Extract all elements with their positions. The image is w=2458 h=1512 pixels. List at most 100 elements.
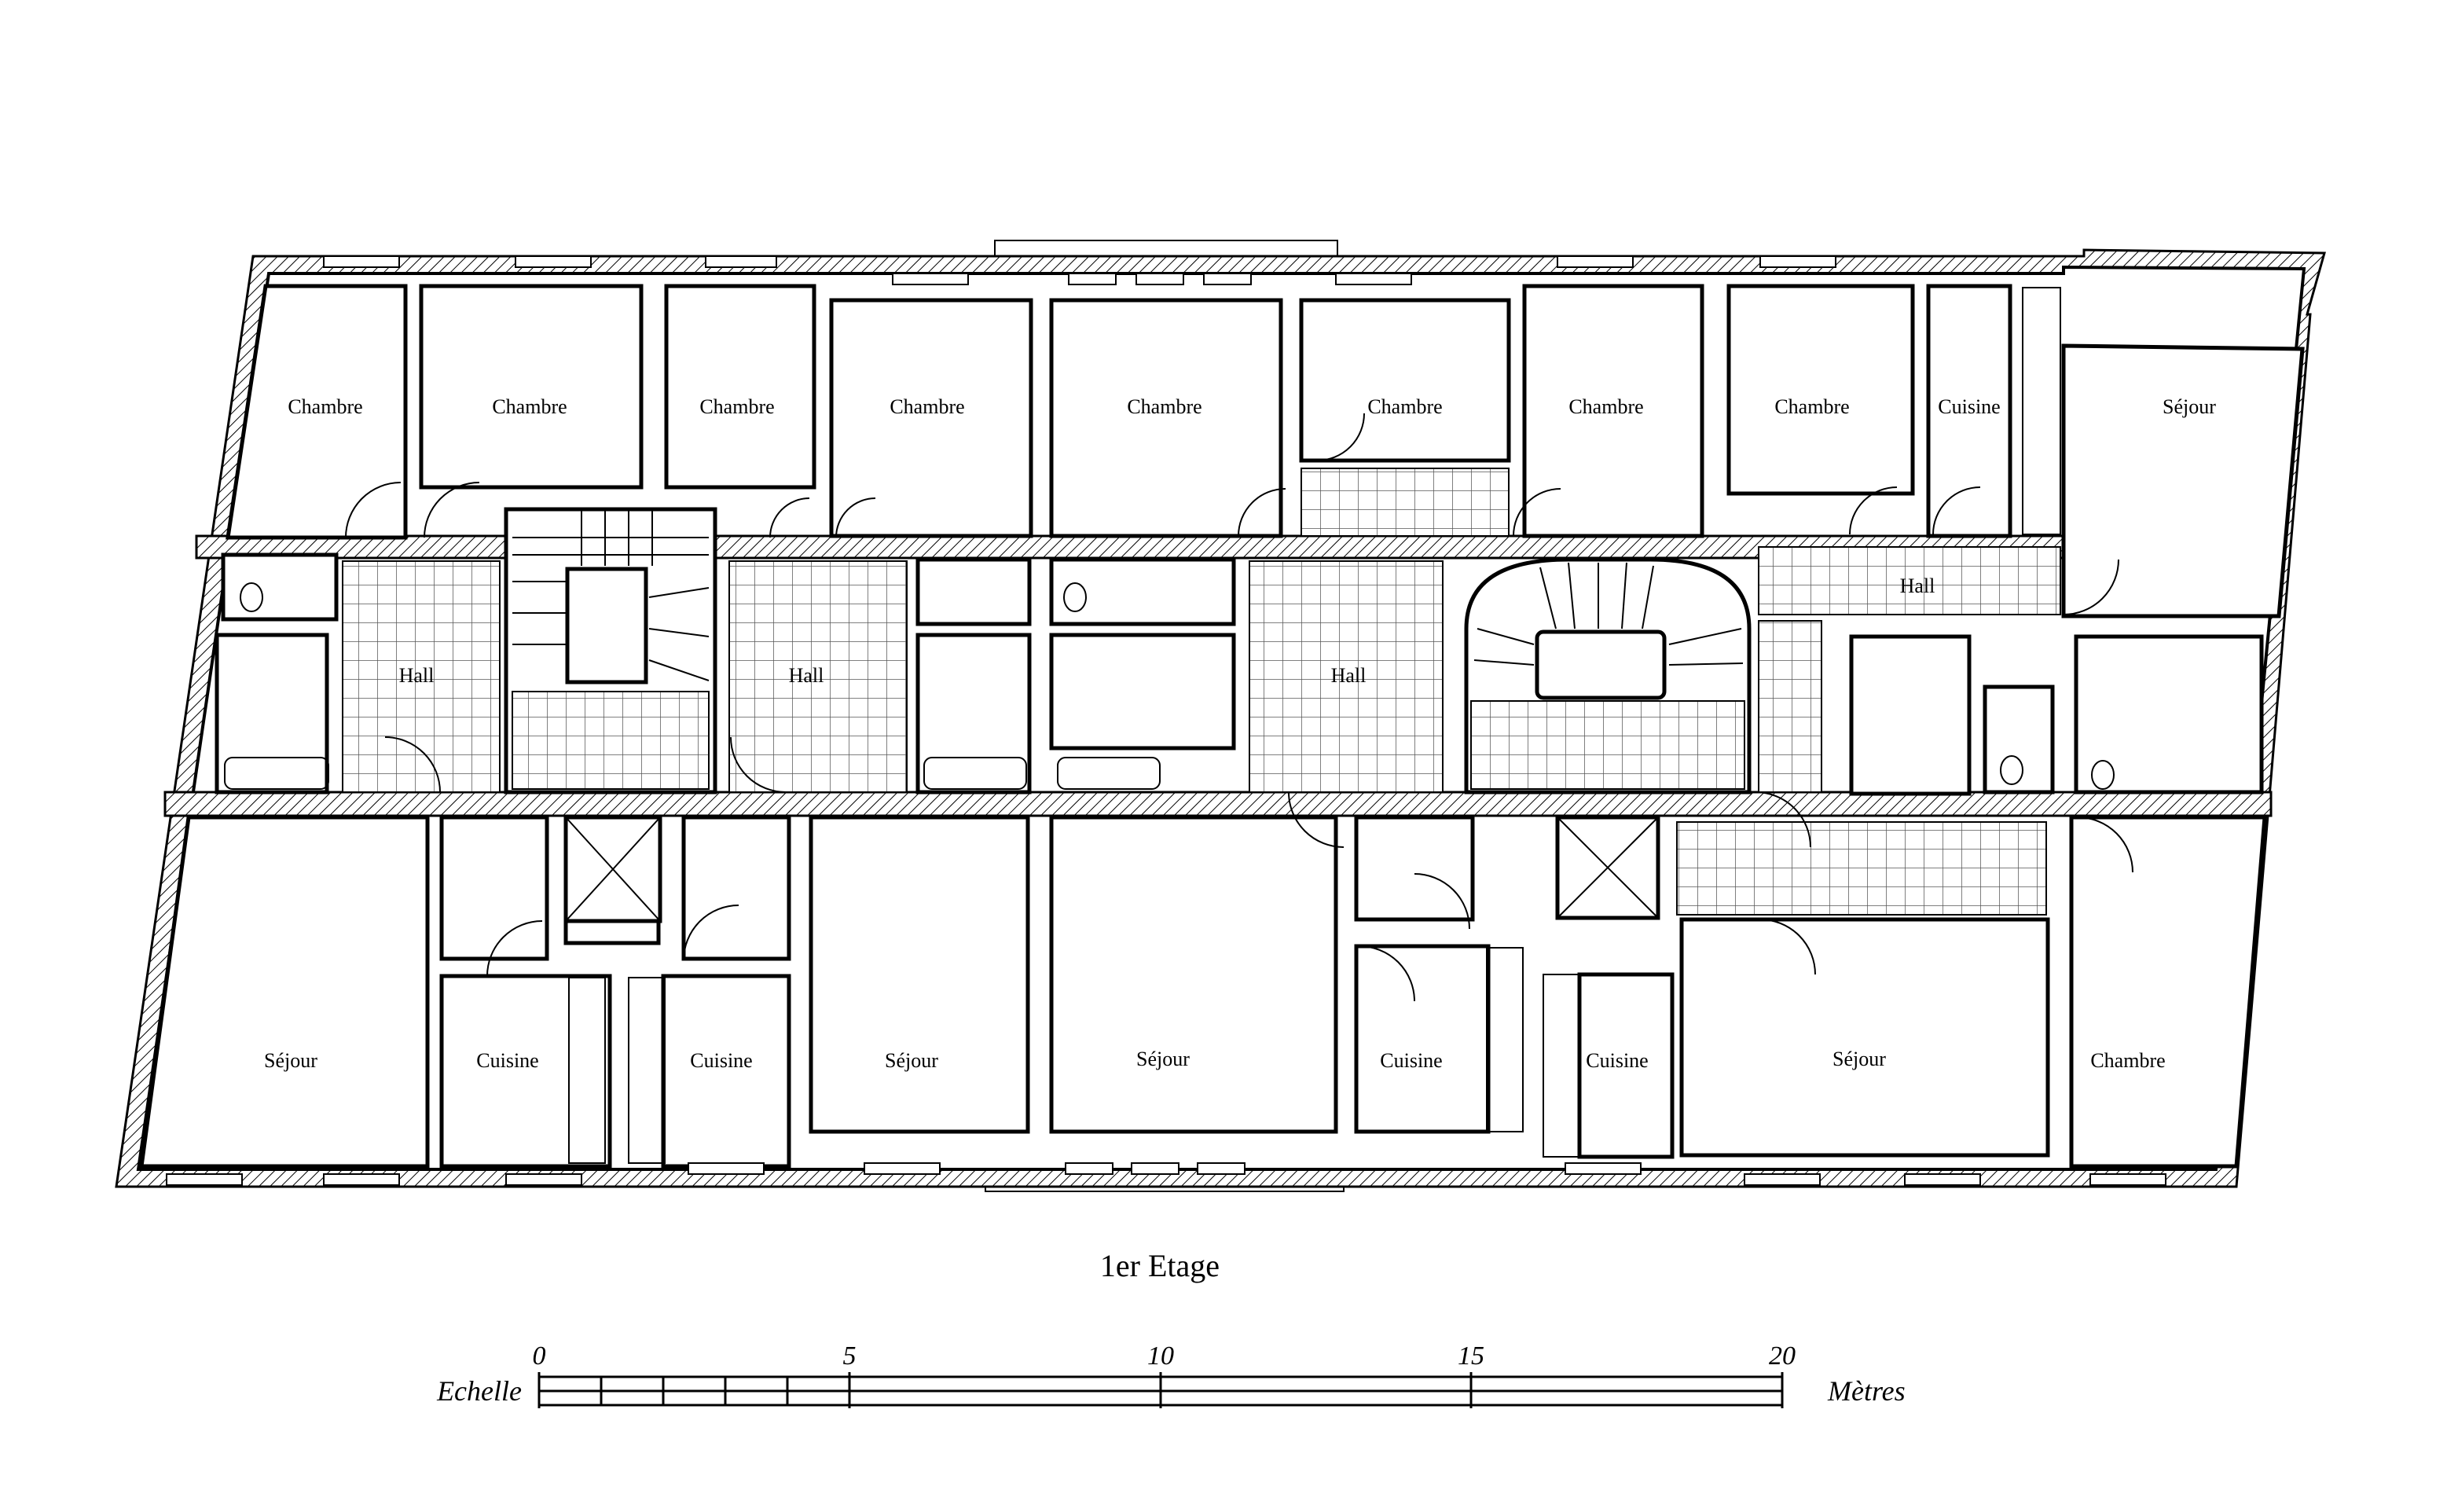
door-swing — [2063, 559, 2119, 615]
room-box — [1679, 917, 2050, 1158]
room-label: Séjour — [2163, 395, 2216, 418]
windows-top — [323, 255, 1836, 285]
window — [1557, 255, 1634, 268]
window — [688, 1162, 765, 1175]
window — [864, 1162, 941, 1175]
middle-rooms — [215, 468, 2264, 916]
hall-floor — [1249, 560, 1444, 793]
room-box — [681, 815, 791, 961]
room-label: Séjour — [1832, 1048, 1886, 1070]
bath-box — [1849, 634, 1972, 796]
window — [505, 1173, 582, 1186]
window — [1065, 1162, 1113, 1175]
room-label: Hall — [399, 664, 435, 687]
window — [1135, 273, 1184, 285]
room-label: Cuisine — [1586, 1049, 1648, 1072]
room-box — [1049, 298, 1283, 538]
room-box — [2061, 343, 2305, 618]
bath-box — [915, 633, 1032, 795]
room-label: Chambre — [1568, 395, 1643, 418]
room-label: Chambre — [2090, 1049, 2165, 1072]
scale-tick-label: 10 — [1147, 1341, 1174, 1371]
stair-well — [1535, 629, 1667, 700]
room-box — [226, 284, 408, 540]
stair-steps — [512, 509, 710, 681]
top-rooms — [226, 284, 2305, 618]
bathtubs — [224, 757, 1161, 790]
room-box — [1726, 284, 1915, 496]
bath-box — [1049, 633, 1236, 750]
room-box — [1049, 815, 1338, 1134]
hall-floor — [728, 560, 908, 793]
room-box — [661, 974, 791, 1169]
bath-box — [215, 633, 329, 795]
room-label: Chambre — [1127, 395, 1201, 418]
window — [1565, 1162, 1642, 1175]
bathtub — [923, 757, 1027, 790]
room-box — [1354, 815, 1475, 922]
scale-bar: Echelle Mètres 0 5 10 15 20 — [436, 1341, 1906, 1408]
door-swing — [1932, 486, 1981, 535]
door-swing — [1849, 486, 1898, 535]
room-label: Chambre — [492, 395, 567, 418]
window — [1203, 273, 1252, 285]
lift-shafts — [563, 815, 1660, 923]
bath-box — [1983, 684, 2055, 795]
scale-subticks — [600, 1377, 789, 1405]
kitchen-counters — [568, 287, 2061, 1164]
door-swing — [486, 920, 543, 977]
counter — [1486, 947, 1524, 1132]
door-swing — [1414, 873, 1470, 930]
room-label: Cuisine — [1380, 1049, 1442, 1072]
room-label: Cuisine — [1938, 395, 2000, 418]
room-label: Séjour — [885, 1049, 938, 1072]
scale-major-ticks — [537, 1372, 1784, 1408]
door-swing — [1359, 945, 1415, 1002]
room-box — [664, 284, 816, 490]
scale-word: Echelle — [436, 1375, 522, 1407]
room-label: Séjour — [1136, 1048, 1190, 1070]
door-swing — [835, 497, 876, 538]
stair-well — [565, 567, 648, 684]
room-box — [419, 284, 644, 490]
door-swing — [1759, 919, 1816, 975]
window — [1759, 255, 1836, 268]
room-box — [1926, 284, 2012, 538]
toilet — [240, 582, 263, 612]
window — [892, 273, 969, 285]
room-box — [139, 815, 430, 1169]
room-label: Chambre — [1367, 395, 1442, 418]
landing-floor — [1676, 821, 2047, 916]
room-box — [2069, 815, 2267, 1169]
door-swing — [1288, 791, 1345, 848]
room-box — [439, 974, 612, 1169]
counter — [568, 977, 606, 1164]
room-label: Cuisine — [476, 1049, 538, 1072]
bath-box — [915, 557, 1032, 626]
bathtub — [1057, 757, 1161, 790]
door-swing — [683, 905, 739, 961]
room-label: Chambre — [288, 395, 362, 418]
door-swing — [1316, 413, 1365, 461]
bottom-rooms — [139, 287, 2267, 1169]
room-box — [809, 815, 1030, 1134]
window — [705, 255, 777, 268]
window — [166, 1173, 243, 1186]
bathtub — [224, 757, 329, 790]
room-label: Cuisine — [690, 1049, 752, 1072]
room-box — [829, 298, 1033, 538]
plan-title: 1er Etage — [1100, 1248, 1220, 1283]
windows-bottom — [166, 1162, 2166, 1186]
counter — [628, 977, 666, 1164]
door-swing — [769, 497, 810, 538]
hall-floor — [1758, 546, 2061, 615]
door-swing — [1238, 488, 1286, 537]
counter — [2022, 287, 2061, 535]
door-swing — [424, 482, 480, 538]
room-box — [1577, 972, 1675, 1159]
window — [2089, 1173, 2166, 1186]
room-label: Hall — [789, 664, 824, 687]
room-box — [1522, 284, 1704, 538]
window — [1131, 1162, 1179, 1175]
window — [1744, 1173, 1821, 1186]
